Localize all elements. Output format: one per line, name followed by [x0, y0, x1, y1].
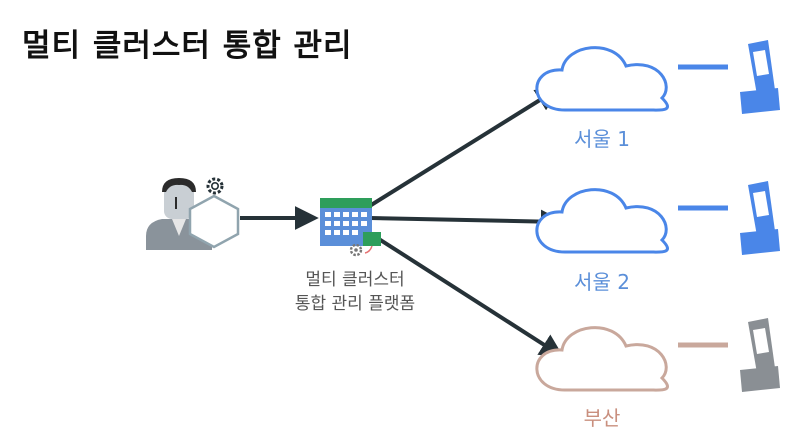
cloud-icon [535, 188, 669, 254]
cloud-label-seoul2: 서울 2 [574, 270, 630, 294]
cloud-label-seoul1: 서울 1 [574, 127, 630, 151]
cloud-icon [535, 46, 669, 112]
building-platform-icon [320, 198, 381, 257]
page-title: 멀티 클러스터 통합 관리 [22, 28, 353, 64]
kiosk-icon [740, 318, 780, 392]
platform-label-line1: 멀티 클러스터 [305, 270, 405, 290]
arrow-platform-to-seoul1 [366, 87, 561, 209]
arrow-platform-to-busan [366, 230, 565, 358]
arrow-platform-to-seoul2 [369, 209, 565, 234]
hexagon-icon [188, 194, 240, 249]
kiosk-icon [740, 40, 780, 114]
cloud-icon [535, 326, 669, 392]
gear-icon [206, 177, 224, 195]
platform-label-line2: 통합 관리 플랫폼 [294, 294, 416, 314]
platform-label: 멀티 클러스터 통합 관리 플랫폼 [255, 268, 455, 316]
cloud-label-busan: 부산 [583, 406, 621, 430]
kiosk-icon [740, 181, 780, 255]
